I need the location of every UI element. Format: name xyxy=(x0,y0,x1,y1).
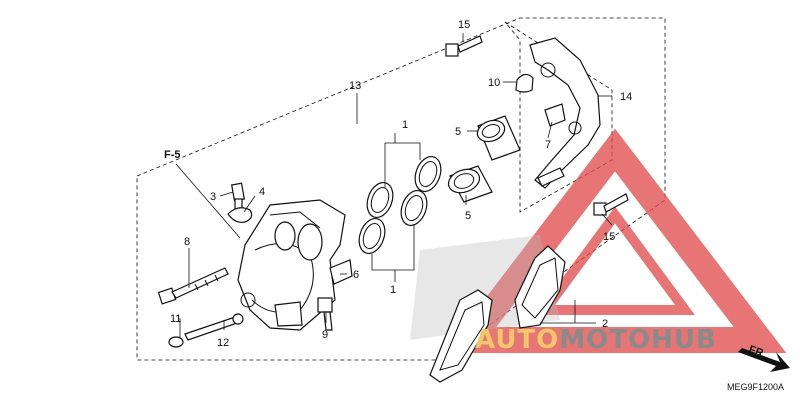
caliper-bolt xyxy=(317,297,333,331)
callout-2: 2 xyxy=(602,318,608,330)
front-direction-arrow-icon xyxy=(738,348,790,372)
caliper-assembly-boundary xyxy=(136,17,666,361)
watermark-text: AUTOMOTOHUB xyxy=(475,325,717,355)
caliper-pin xyxy=(184,313,244,341)
callout-4: 4 xyxy=(259,186,265,198)
pin-cap xyxy=(168,336,184,348)
piston-seals xyxy=(358,155,442,255)
callout-10: 10 xyxy=(488,77,500,89)
watermark-logo-icon xyxy=(443,128,787,353)
callout-13: 13 xyxy=(349,80,361,92)
pad-spring xyxy=(329,259,353,285)
callout-5-top: 5 xyxy=(455,126,461,138)
callout-12: 12 xyxy=(217,337,229,349)
callout-5-bottom: 5 xyxy=(465,210,471,222)
callout-9: 9 xyxy=(322,329,328,341)
caliper-pin-bolt xyxy=(157,267,229,305)
diagram-code: MEG9F1200A xyxy=(727,382,784,392)
bracket-bolt-lower xyxy=(593,193,629,216)
pad-retainer xyxy=(544,103,566,127)
brake-pads xyxy=(429,245,566,383)
callout-3: 3 xyxy=(210,191,216,203)
reference-label: F-5 xyxy=(164,149,181,161)
direction-label: FR. xyxy=(747,344,768,361)
callout-11: 11 xyxy=(170,313,181,325)
callout-7: 7 xyxy=(545,139,551,151)
bleed-cap xyxy=(227,207,253,223)
caliper-bracket xyxy=(529,37,601,189)
callout-8: 8 xyxy=(184,236,190,248)
callout-15-bottom: 15 xyxy=(603,231,615,243)
leader-lines xyxy=(175,33,613,338)
pin-boot xyxy=(515,73,534,93)
callout-6: 6 xyxy=(353,269,359,281)
callout-1-bottom: 1 xyxy=(390,284,396,296)
callout-1-top: 1 xyxy=(402,119,408,131)
caliper-pistons xyxy=(447,115,521,203)
bleed-valve xyxy=(230,182,246,210)
callout-15-top: 15 xyxy=(458,19,470,31)
bracket-bolt-top xyxy=(445,35,483,57)
bracket-assembly-boundary xyxy=(504,21,613,213)
callout-14: 14 xyxy=(620,91,632,103)
